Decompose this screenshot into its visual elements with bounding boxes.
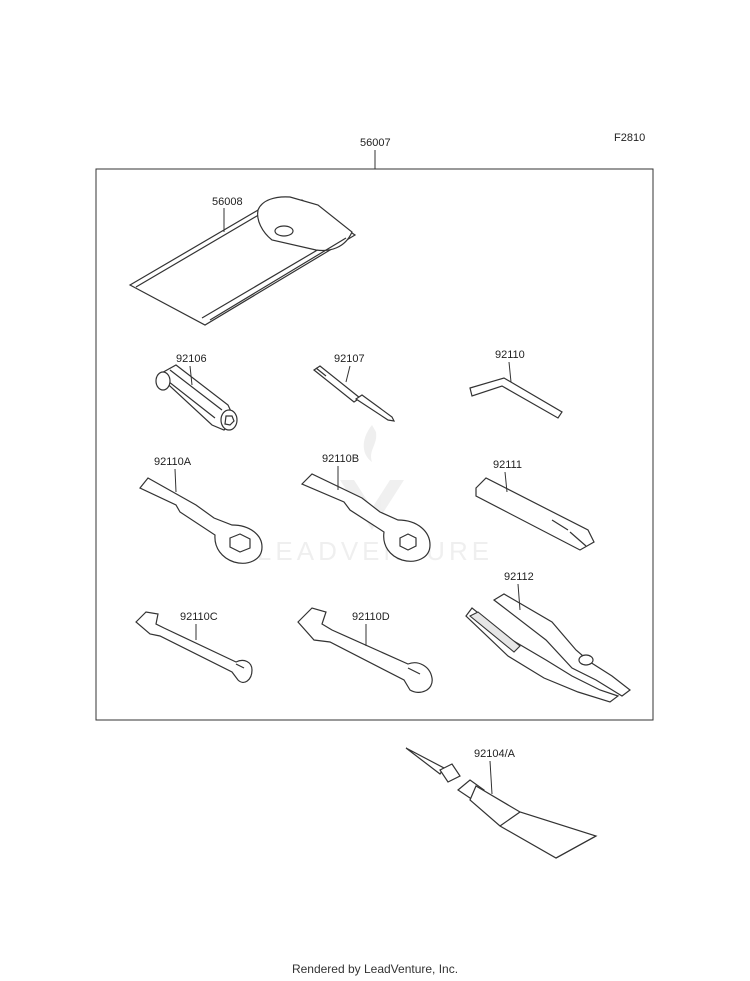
label-92107: 92107 <box>334 353 365 365</box>
watermark: LEADVENTURE <box>257 425 493 566</box>
label-92112: 92112 <box>504 571 534 583</box>
extension-bar[interactable] <box>475 477 595 551</box>
pliers[interactable] <box>465 593 631 703</box>
label-56008: 56008 <box>212 196 243 208</box>
box-wrench-92110a[interactable] <box>139 477 263 564</box>
screwdriver[interactable] <box>312 365 396 422</box>
open-wrench-92110c[interactable] <box>135 611 253 683</box>
footer-credit: Rendered by LeadVenture, Inc. <box>291 962 459 976</box>
label-92111: 92111 <box>493 459 522 471</box>
label-92110: 92110 <box>495 349 525 361</box>
leader-92110 <box>508 361 512 383</box>
hex-key[interactable] <box>469 377 563 419</box>
leader-92112 <box>517 583 521 611</box>
leader-92111 <box>504 471 508 493</box>
open-wrench-92110d[interactable] <box>297 607 433 693</box>
leader-92104a <box>489 760 493 795</box>
label-92110c: 92110C <box>180 611 218 623</box>
label-92110a: 92110A <box>154 456 192 468</box>
watermark-text: LEADVENTURE <box>257 536 493 566</box>
label-92106: 92106 <box>176 353 207 365</box>
figure-code: F2810 <box>614 132 645 144</box>
label-92110b: 92110B <box>322 453 359 465</box>
label-56007: 56007 <box>360 137 391 149</box>
tool-pouch[interactable] <box>128 196 357 326</box>
socket-handle[interactable] <box>155 364 238 431</box>
leader-92106 <box>189 365 193 386</box>
cement-tube[interactable] <box>405 747 598 859</box>
label-92104a: 92104/A <box>474 748 516 760</box>
leader-92107 <box>345 365 351 383</box>
label-92110d: 92110D <box>352 611 390 623</box>
tool-kit-frame <box>95 168 654 721</box>
box-wrench-92110b[interactable] <box>300 473 431 562</box>
leader-92110a <box>174 468 177 493</box>
